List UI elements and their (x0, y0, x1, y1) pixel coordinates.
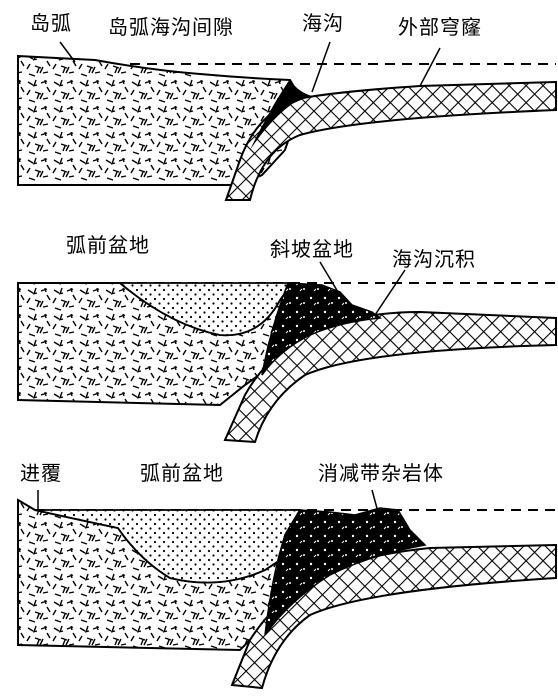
accretionary-wedge (261, 282, 382, 376)
subduction-melange-body (264, 507, 427, 636)
panel-1 (17, 41, 557, 201)
label-slope-basin: 斜坡盆地 (270, 237, 354, 261)
label-outer-swell: 外部穹窿 (398, 15, 482, 39)
island-arc-pointer (59, 41, 76, 63)
subducting-plate (224, 80, 557, 201)
trench-wedge (250, 80, 312, 150)
label-island-arc: 岛弧 (30, 11, 72, 35)
label-subduction-melange: 消减带杂岩体 (318, 461, 444, 485)
panel-2 (17, 261, 557, 444)
label-arc-trench-gap: 岛弧海沟间隙 (108, 15, 234, 39)
trench-pointer (311, 41, 331, 93)
forearc-basin-fill (117, 282, 294, 337)
forearc-basin-fill (34, 509, 302, 584)
trench-sediment-pointer (374, 269, 406, 316)
label-forearc-basin: 弧前盆地 (66, 233, 150, 257)
outer-swell-pointer (419, 47, 441, 87)
panel-3 (17, 489, 557, 690)
melange-pointer (371, 489, 379, 513)
slope-basin-pointer (319, 261, 339, 293)
label-trench-sediment: 海沟沉积 (392, 247, 476, 271)
label-trench: 海沟 (302, 11, 344, 35)
label-transgression: 进覆 (20, 461, 62, 485)
label-forearc-basin: 弧前盆地 (140, 461, 224, 485)
